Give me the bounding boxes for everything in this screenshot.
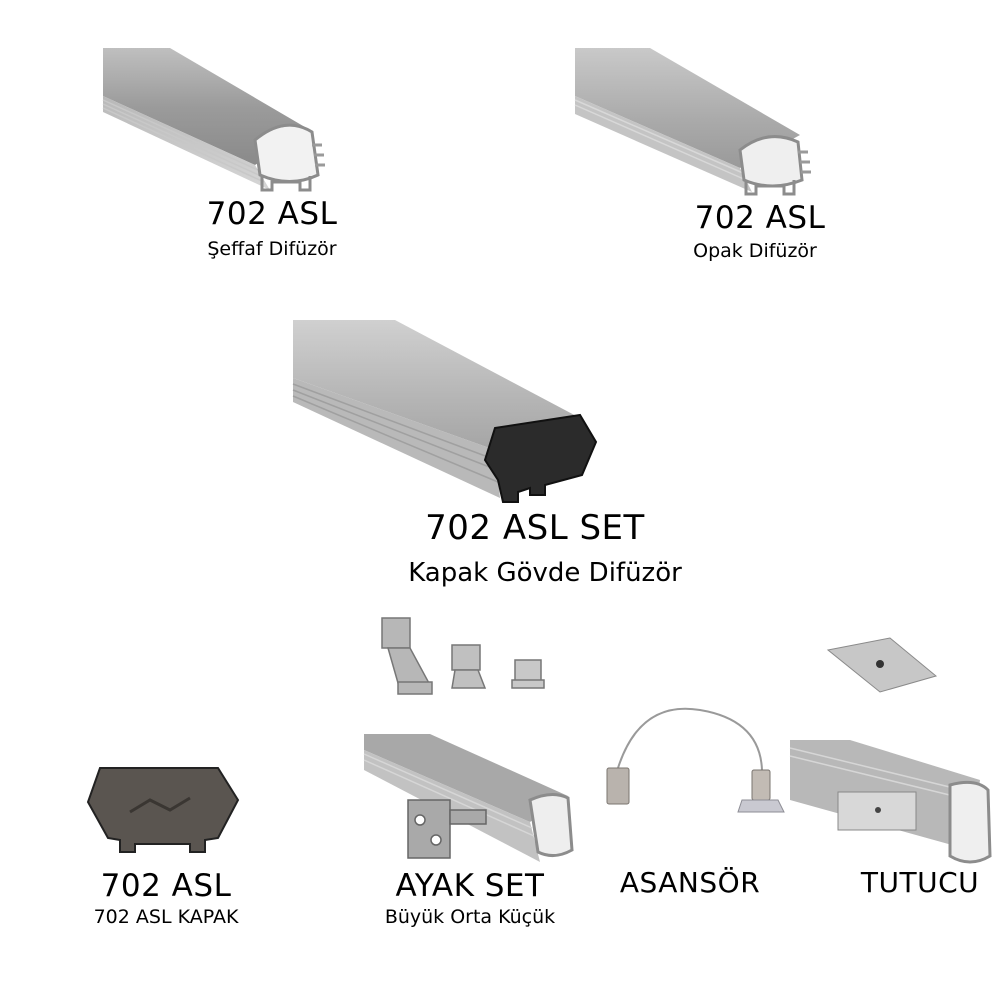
product-opak: 702 ASL Opak Difüzör [500,0,1000,280]
product-tutucu: TUTUCU [780,620,1000,920]
product-title: AYAK SET [395,868,545,904]
suspension-cable-image [606,707,785,813]
product-set: 702 ASL SET Kapak Gövde Difüzör [0,300,1000,600]
profile-set-with-end-cap-image [292,320,598,503]
product-subtitle: 702 ASL KAPAK [93,906,239,928]
holder-clip-image [789,637,992,864]
product-title: TUTUCU [860,866,980,899]
product-subtitle: Şeffaf Difüzör [207,238,337,260]
product-ayak: AYAK SET Büyük Orta Küçük [340,600,600,1000]
mounting-brackets-image [363,617,574,862]
product-title: 702 ASL SET [425,508,645,548]
product-title: 702 ASL [206,196,338,232]
product-seffaf: 702 ASL Şeffaf Difüzör [0,0,500,280]
product-title: 702 ASL [100,868,232,904]
product-title: ASANSÖR [619,866,761,899]
profile-opal-diffuser-image [574,48,811,196]
product-subtitle: Kapak Gövde Difüzör [408,558,682,588]
product-kapak: 702 ASL 702 ASL KAPAK [0,740,320,1000]
profile-clear-diffuser-image [102,48,325,192]
end-cap-image [86,767,240,853]
product-subtitle: Opak Difüzör [693,240,817,262]
product-asansor: ASANSÖR [590,680,790,920]
product-title: 702 ASL [694,200,826,236]
product-subtitle: Büyük Orta Küçük [384,906,556,928]
